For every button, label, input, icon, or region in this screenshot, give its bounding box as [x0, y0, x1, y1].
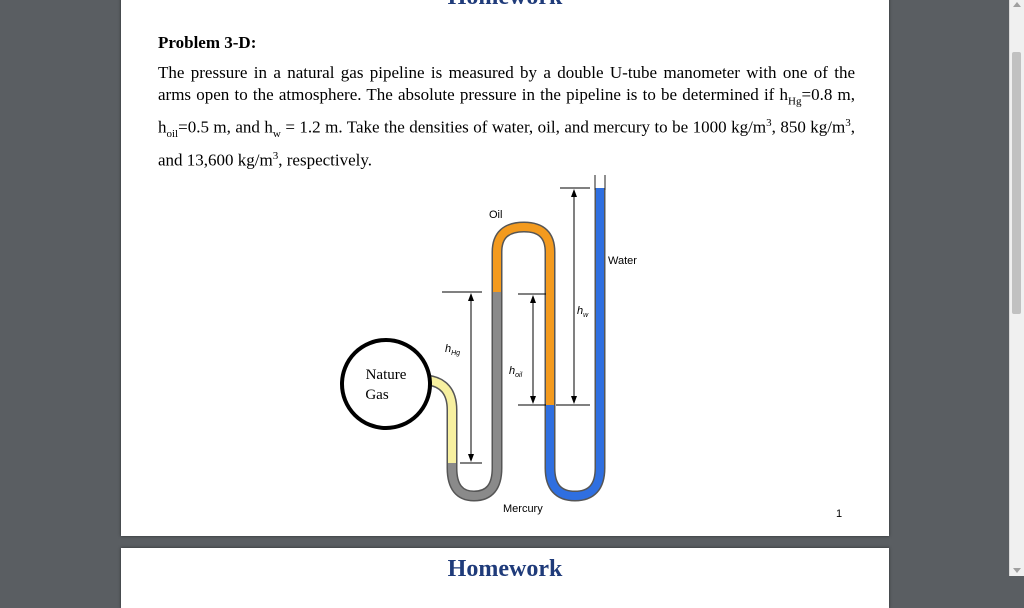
problem-text-part: =0.8 m, h [158, 85, 855, 138]
subscript-hg: Hg [788, 95, 802, 108]
h-oil-label: hoil [509, 365, 523, 379]
problem-text-part: =0.5 m, and h [178, 118, 273, 138]
mercury-utube [446, 292, 503, 502]
h-w-arrowhead-up [571, 189, 577, 197]
h-hg-label: hHg [445, 343, 460, 357]
problem-text-part: , 850 kg/m [771, 118, 846, 138]
superscript: 3 [272, 150, 279, 163]
gas-label-line1: Nature [366, 367, 407, 383]
problem-text-part: , and 13,600 kg/m [158, 118, 855, 171]
page-heading-cut: Homework [447, 556, 563, 582]
water-tube [544, 188, 606, 502]
problem-text-part: = 1.2 m. Take the densities of water, oi… [280, 118, 767, 138]
page-heading-cut: Homework [121, 0, 889, 11]
oil-fill [493, 222, 554, 405]
oil-tube [491, 221, 556, 405]
superscript: 3 [845, 117, 851, 130]
scroll-thumb[interactable] [1012, 52, 1021, 314]
document-page-2: Homework [121, 548, 889, 608]
h-hg-arrowhead-down [468, 454, 474, 462]
manometer-diagram: Nature Gas hHg hoil hw Oil Water Mercury [340, 175, 637, 515]
h-oil-arrowhead-down [530, 396, 536, 404]
mercury-label: Mercury [503, 503, 543, 515]
water-fill [546, 188, 604, 501]
problem-text-part: The pressure in a natural gas pipeline i… [158, 63, 855, 104]
document-page-1: Homework Problem 3-D: The pressure in a … [121, 0, 889, 536]
oil-label: Oil [489, 209, 502, 221]
h-w-arrowhead-down [571, 396, 577, 404]
h-oil-arrowhead-up [530, 295, 536, 303]
problem-text: The pressure in a natural gas pipeline i… [158, 62, 855, 172]
h-hg-arrowhead-up [468, 293, 474, 301]
problem-text-part: , respectively. [278, 151, 373, 171]
vertical-scrollbar[interactable] [1009, 0, 1024, 576]
gas-label-line2: Gas [365, 387, 388, 403]
water-label: Water [608, 255, 637, 267]
subscript-oil: oil [166, 128, 179, 141]
gas-pipeline-circle [340, 338, 432, 430]
scroll-up-arrow-icon[interactable] [1013, 2, 1021, 7]
page-number: 1 [836, 508, 843, 520]
subscript-w: w [272, 128, 281, 141]
scroll-down-arrow-icon[interactable] [1013, 568, 1021, 573]
superscript: 3 [766, 117, 772, 130]
mercury-fill [448, 292, 501, 501]
h-w-label: hw [577, 305, 589, 319]
problem-title: Problem 3-D: [158, 33, 257, 52]
